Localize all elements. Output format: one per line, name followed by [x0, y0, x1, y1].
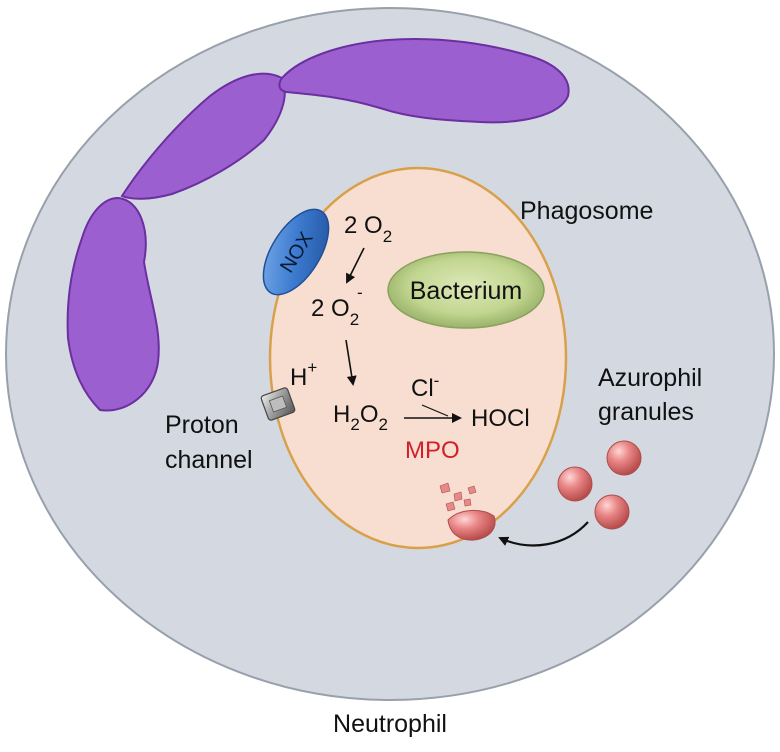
proton-formula: H+	[290, 358, 317, 391]
granule-fragment	[463, 498, 472, 507]
azurophil-label-line2: granules	[598, 398, 694, 426]
peroxide-formula: H2O2	[333, 401, 388, 434]
granule-icon	[606, 440, 642, 476]
superoxide-formula: 2 O2	[311, 295, 359, 329]
nucleus	[66, 37, 570, 412]
nucleus-lobe-1	[66, 196, 160, 412]
granule-fragment	[439, 482, 451, 494]
proton-channel-label-line2: channel	[165, 446, 253, 474]
arrow-granule-fusion	[498, 521, 589, 547]
proton-channel-label-line1: Proton	[165, 411, 239, 439]
nox-enzyme-icon: NOX	[262, 208, 330, 296]
mpo-label: MPO	[405, 437, 460, 464]
azurophil-label-line1: Azurophil	[598, 364, 702, 392]
bacterium	[387, 251, 545, 329]
hocl-formula: HOCl	[471, 405, 530, 432]
granule-icon	[594, 494, 630, 530]
fusing-granule-icon	[439, 482, 496, 541]
arrow-oxygen-to-superoxide	[346, 247, 365, 284]
arrow-chloride-to-hocl	[421, 404, 449, 417]
chloride-formula: Cl-	[411, 371, 439, 402]
arrow-superoxide-to-peroxide	[345, 339, 357, 386]
neutrophil-label: Neutrophil	[333, 710, 447, 738]
bacterium-label: Bacterium	[410, 277, 523, 305]
oxygen-formula: 2 O2	[344, 212, 392, 246]
granule-icon	[557, 466, 593, 502]
nucleus-lobe-3	[278, 37, 570, 124]
superoxide-charge: -	[357, 283, 363, 302]
granule-fragment	[445, 501, 456, 512]
granule-fragment	[453, 491, 463, 502]
nucleus-lobe-2	[120, 72, 286, 200]
proton-channel-icon	[260, 387, 296, 421]
phagosome-label: Phagosome	[520, 197, 653, 225]
granule-fragment	[467, 485, 477, 495]
